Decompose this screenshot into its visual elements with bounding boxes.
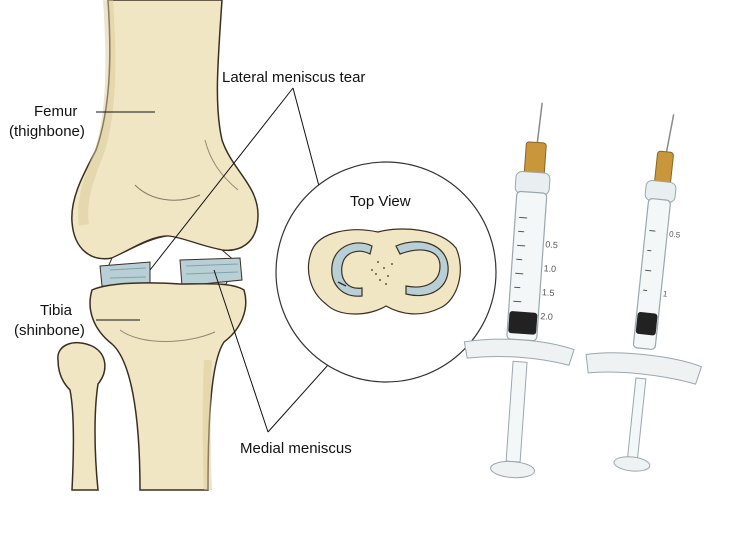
needle-hub-left: [524, 142, 546, 175]
femur-bone: [72, 0, 258, 259]
plunger-stopper-right: [636, 312, 658, 336]
label-tibia-sub: (shinbone): [14, 322, 85, 340]
plunger-head-left: [490, 460, 535, 479]
tibia-bone: [90, 283, 246, 490]
label-femur: Femur: [34, 103, 77, 121]
scale-right-0: 0.5: [669, 230, 682, 240]
label-medial-meniscus: Medial meniscus: [240, 440, 352, 458]
scale-left-2: 1.5: [542, 287, 555, 298]
label-lateral-meniscus-tear: Lateral meniscus tear: [222, 69, 365, 87]
scale-right-1: 1: [662, 289, 668, 298]
label-femur-sub: (thighbone): [9, 123, 85, 141]
plunger-stopper-left: [508, 311, 537, 335]
label-top-view: Top View: [350, 193, 411, 211]
scale-left-1: 1.0: [543, 263, 556, 274]
syringe-right: [574, 108, 727, 477]
scale-left-0: 0.5: [545, 239, 558, 250]
label-tibia: Tibia: [40, 302, 72, 320]
fibula-bone: [58, 343, 105, 490]
scale-left-3: 2.0: [540, 311, 553, 322]
plunger-head-right: [613, 455, 650, 473]
needle-hub-right: [654, 151, 673, 184]
finger-flange-left: [463, 336, 574, 366]
